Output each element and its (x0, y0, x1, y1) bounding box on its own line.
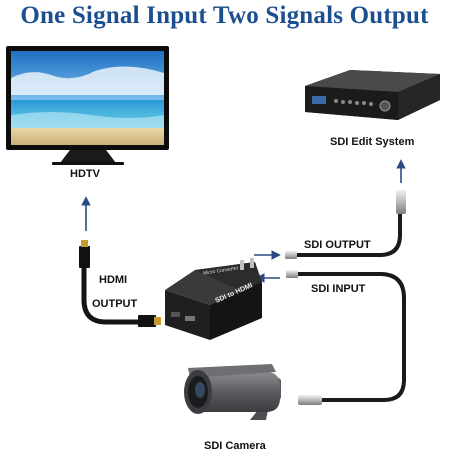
sdi-input-label: SDI INPUT (311, 283, 366, 295)
sdi-camera-icon (184, 364, 281, 420)
page-title: One Signal Input Two Signals Output (20, 2, 429, 29)
sdi-edit-system-label: SDI Edit System (330, 136, 415, 148)
sdi-camera-label: SDI Camera (204, 440, 266, 452)
hdmi-output-label-line1: HDMI (99, 274, 128, 286)
sdi-edit-system-icon (305, 70, 440, 120)
sdi-output-cable (285, 190, 406, 259)
hdtv-icon (6, 46, 169, 165)
sdi-input-cable (286, 270, 406, 405)
hdmi-output-label-line2: OUTPUT (92, 298, 138, 310)
sdi-output-label: SDI OUTPUT (304, 239, 371, 251)
hdtv-label: HDTV (70, 168, 100, 180)
hdmi-cable (79, 240, 161, 327)
converter-device-icon (165, 258, 262, 340)
